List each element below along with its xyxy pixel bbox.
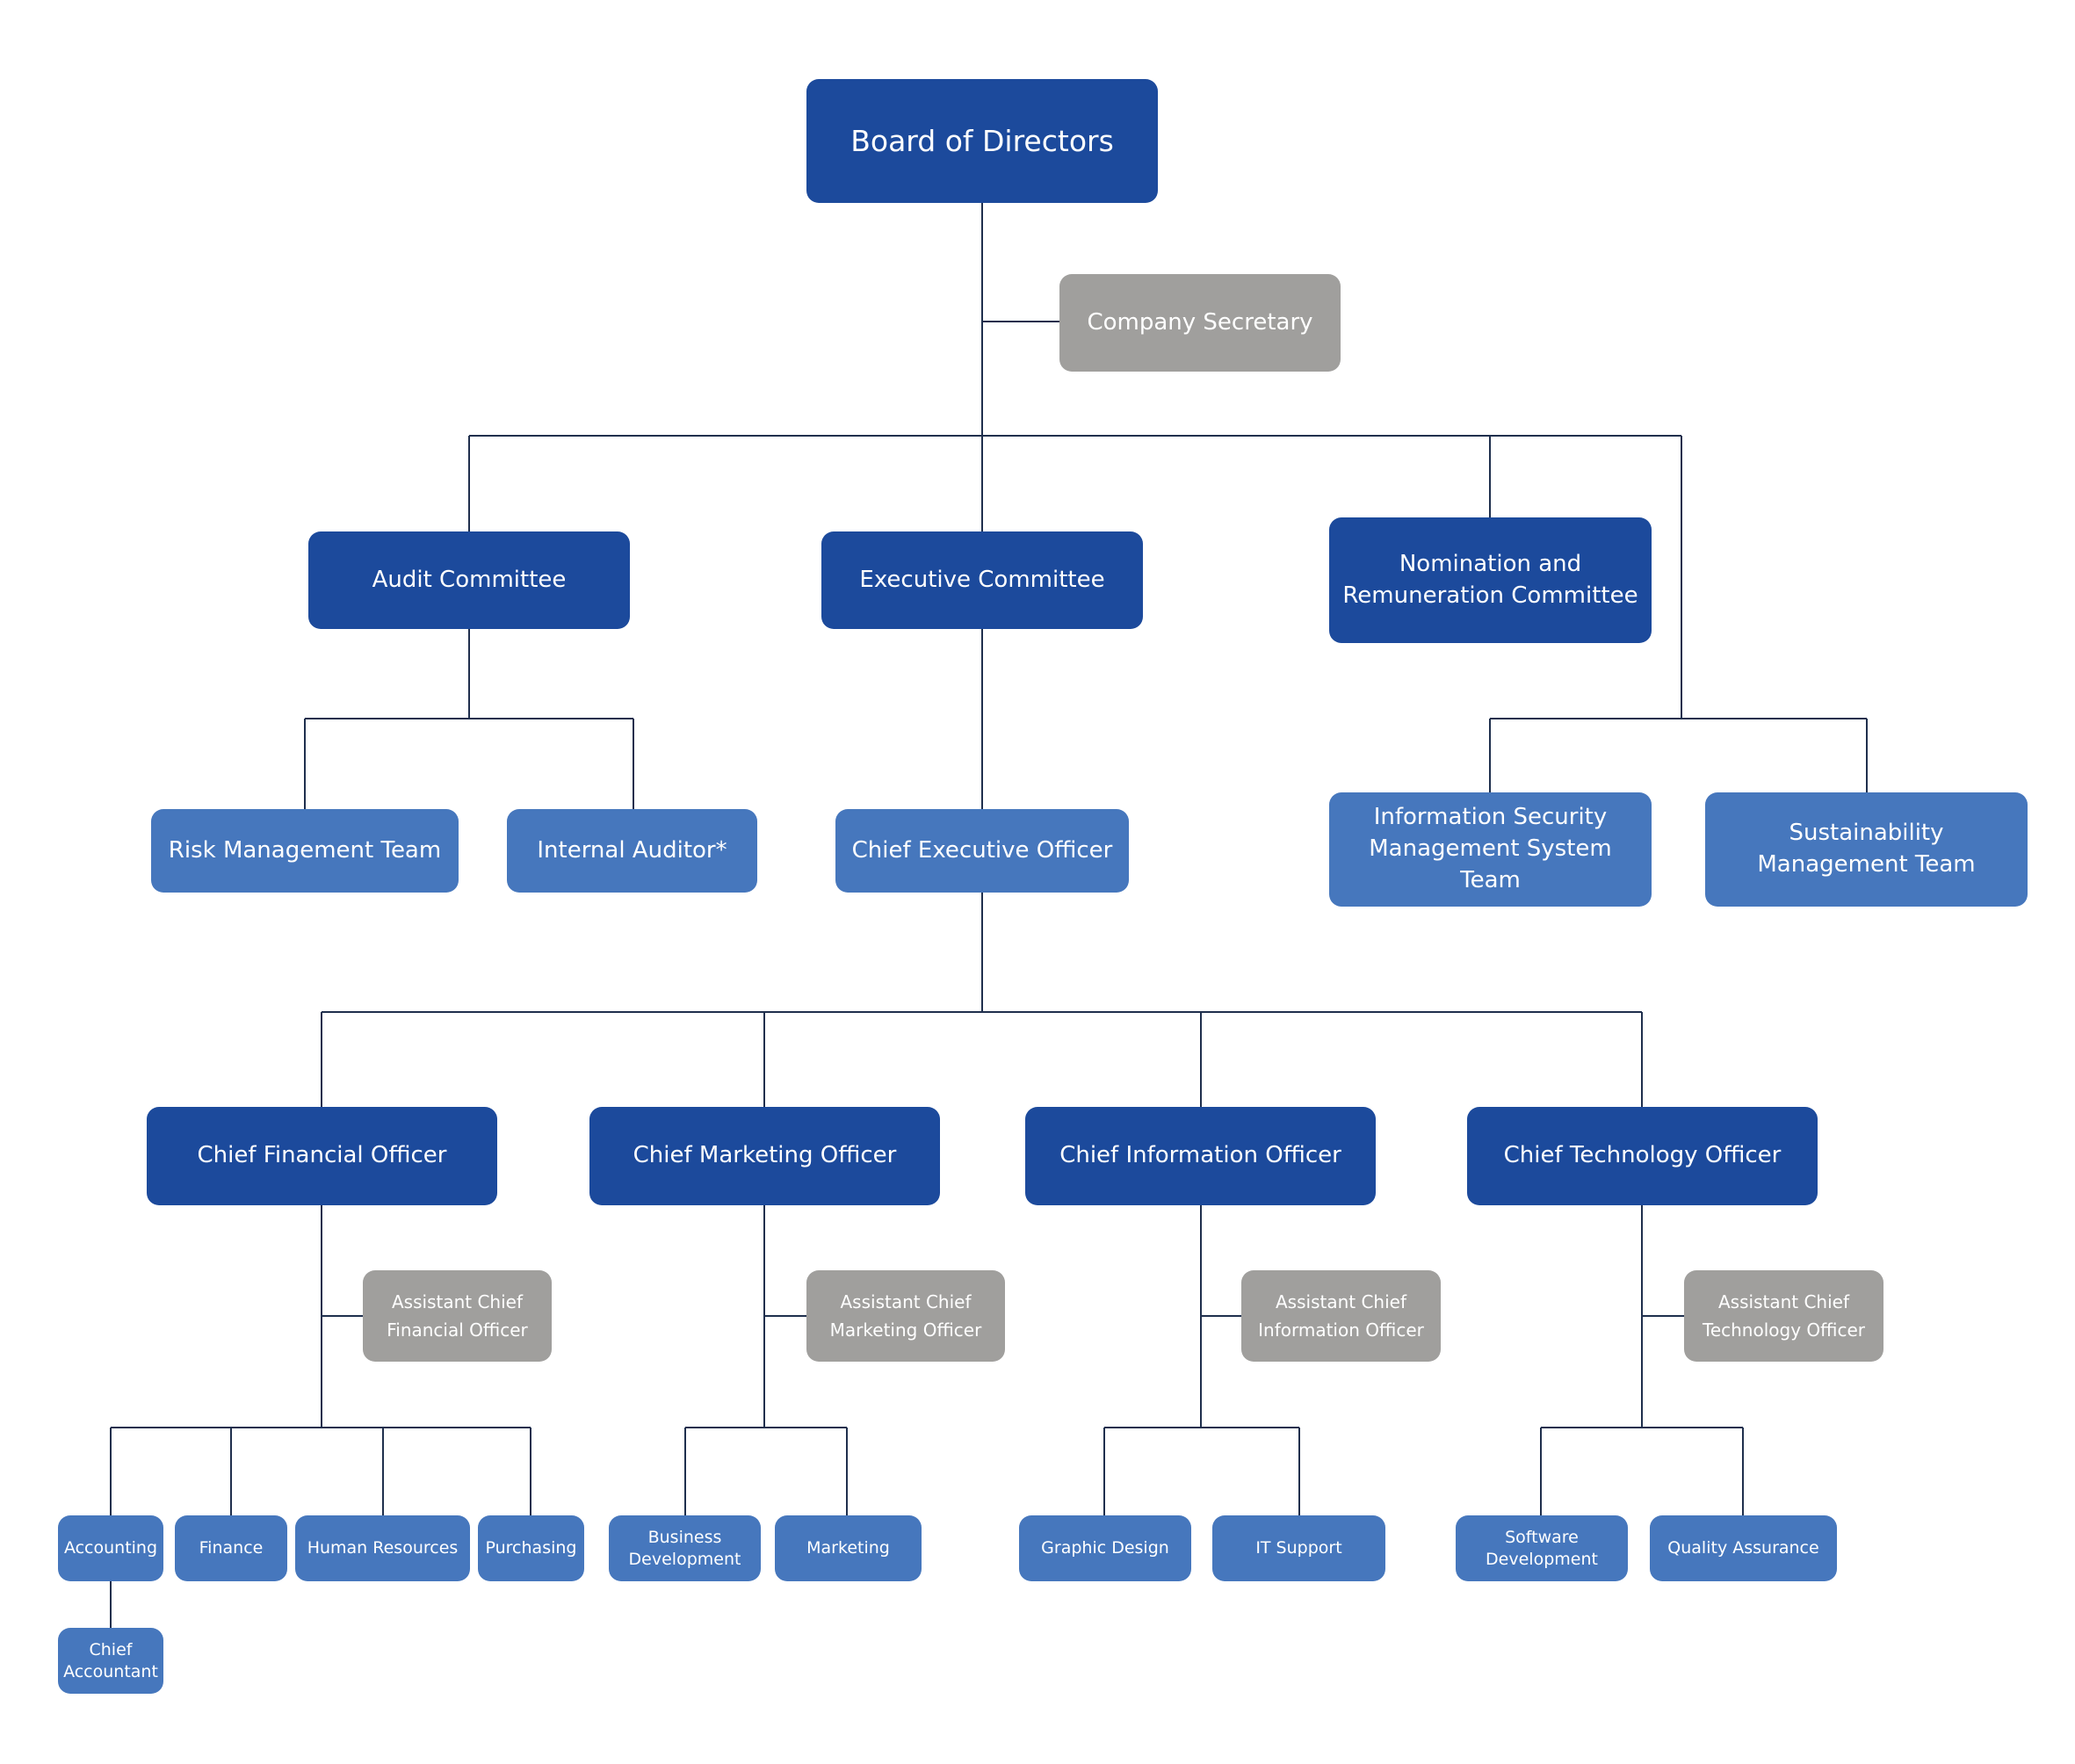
risk-management-team-box: Risk Management Team xyxy=(151,809,459,893)
audit-committee-label: Audit Committee xyxy=(372,566,567,593)
cmo-box: Chief Marketing Officer xyxy=(589,1107,940,1205)
internal-auditor-label: Internal Auditor* xyxy=(537,836,727,864)
assistant-cfo-box: Assistant Chief Financial Officer xyxy=(363,1270,552,1362)
assistant-cio-box: Assistant Chief Information Officer xyxy=(1241,1270,1441,1362)
ceo-box: Chief Executive Officer xyxy=(835,809,1129,893)
marketing-box: Marketing xyxy=(775,1515,922,1581)
nomination-committee-label: Nomination and Remuneration Committee xyxy=(1342,550,1638,609)
cto-label: Chief Technology Officer xyxy=(1503,1142,1782,1169)
graphic-design-label: Graphic Design xyxy=(1041,1538,1169,1558)
cmo-label: Chief Marketing Officer xyxy=(633,1142,897,1169)
finance-label: Finance xyxy=(199,1538,264,1558)
it-support-box: IT Support xyxy=(1212,1515,1385,1581)
audit-committee-box: Audit Committee xyxy=(308,531,630,629)
infosec-team-label: Information Security Management System T… xyxy=(1369,804,1612,893)
business-development-label: Business Development xyxy=(628,1527,741,1569)
marketing-label: Marketing xyxy=(806,1538,890,1558)
cto-box: Chief Technology Officer xyxy=(1467,1107,1818,1205)
finance-box: Finance xyxy=(175,1515,287,1581)
sustainability-team-label: Sustainability Management Team xyxy=(1757,820,1976,878)
executive-committee-box: Executive Committee xyxy=(821,531,1143,629)
graphic-design-box: Graphic Design xyxy=(1019,1515,1191,1581)
internal-auditor-box: Internal Auditor* xyxy=(507,809,757,893)
ceo-label: Chief Executive Officer xyxy=(851,836,1113,864)
software-development-box: Software Development xyxy=(1456,1515,1628,1581)
assistant-cmo-label: Assistant Chief Marketing Officer xyxy=(829,1291,982,1341)
human-resources-box: Human Resources xyxy=(295,1515,470,1581)
infosec-team-box: Information Security Management System T… xyxy=(1329,792,1652,907)
software-development-label: Software Development xyxy=(1486,1527,1598,1569)
quality-assurance-label: Quality Assurance xyxy=(1667,1538,1819,1558)
cio-box: Chief Information Officer xyxy=(1025,1107,1376,1205)
business-development-box: Business Development xyxy=(609,1515,761,1581)
nomination-committee-box: Nomination and Remuneration Committee xyxy=(1329,517,1652,643)
cfo-label: Chief Financial Officer xyxy=(197,1142,447,1169)
company-secretary-box: Company Secretary xyxy=(1059,274,1341,372)
board-of-directors-box: Board of Directors xyxy=(806,79,1158,203)
assistant-cmo-box: Assistant Chief Marketing Officer xyxy=(806,1270,1005,1362)
cfo-box: Chief Financial Officer xyxy=(147,1107,497,1205)
chief-accountant-box: Chief Accountant xyxy=(58,1628,163,1694)
purchasing-label: Purchasing xyxy=(485,1538,577,1558)
executive-committee-label: Executive Committee xyxy=(859,566,1105,593)
assistant-cto-label: Assistant Chief Technology Officer xyxy=(1703,1291,1865,1341)
it-support-label: IT Support xyxy=(1255,1538,1342,1558)
board-of-directors-label: Board of Directors xyxy=(850,123,1114,158)
risk-management-team-label: Risk Management Team xyxy=(168,836,442,864)
assistant-cio-label: Assistant Chief Information Officer xyxy=(1258,1291,1424,1341)
assistant-cto-box: Assistant Chief Technology Officer xyxy=(1684,1270,1883,1362)
sustainability-team-box: Sustainability Management Team xyxy=(1705,792,2028,907)
accounting-label: Accounting xyxy=(63,1538,158,1558)
assistant-cfo-label: Assistant Chief Financial Officer xyxy=(387,1291,528,1341)
quality-assurance-box: Quality Assurance xyxy=(1650,1515,1837,1581)
company-secretary-label: Company Secretary xyxy=(1087,308,1313,336)
purchasing-box: Purchasing xyxy=(478,1515,584,1581)
human-resources-label: Human Resources xyxy=(307,1538,459,1558)
accounting-box: Accounting xyxy=(58,1515,163,1581)
chief-accountant-label: Chief Accountant xyxy=(63,1639,158,1681)
cio-label: Chief Information Officer xyxy=(1059,1142,1341,1169)
